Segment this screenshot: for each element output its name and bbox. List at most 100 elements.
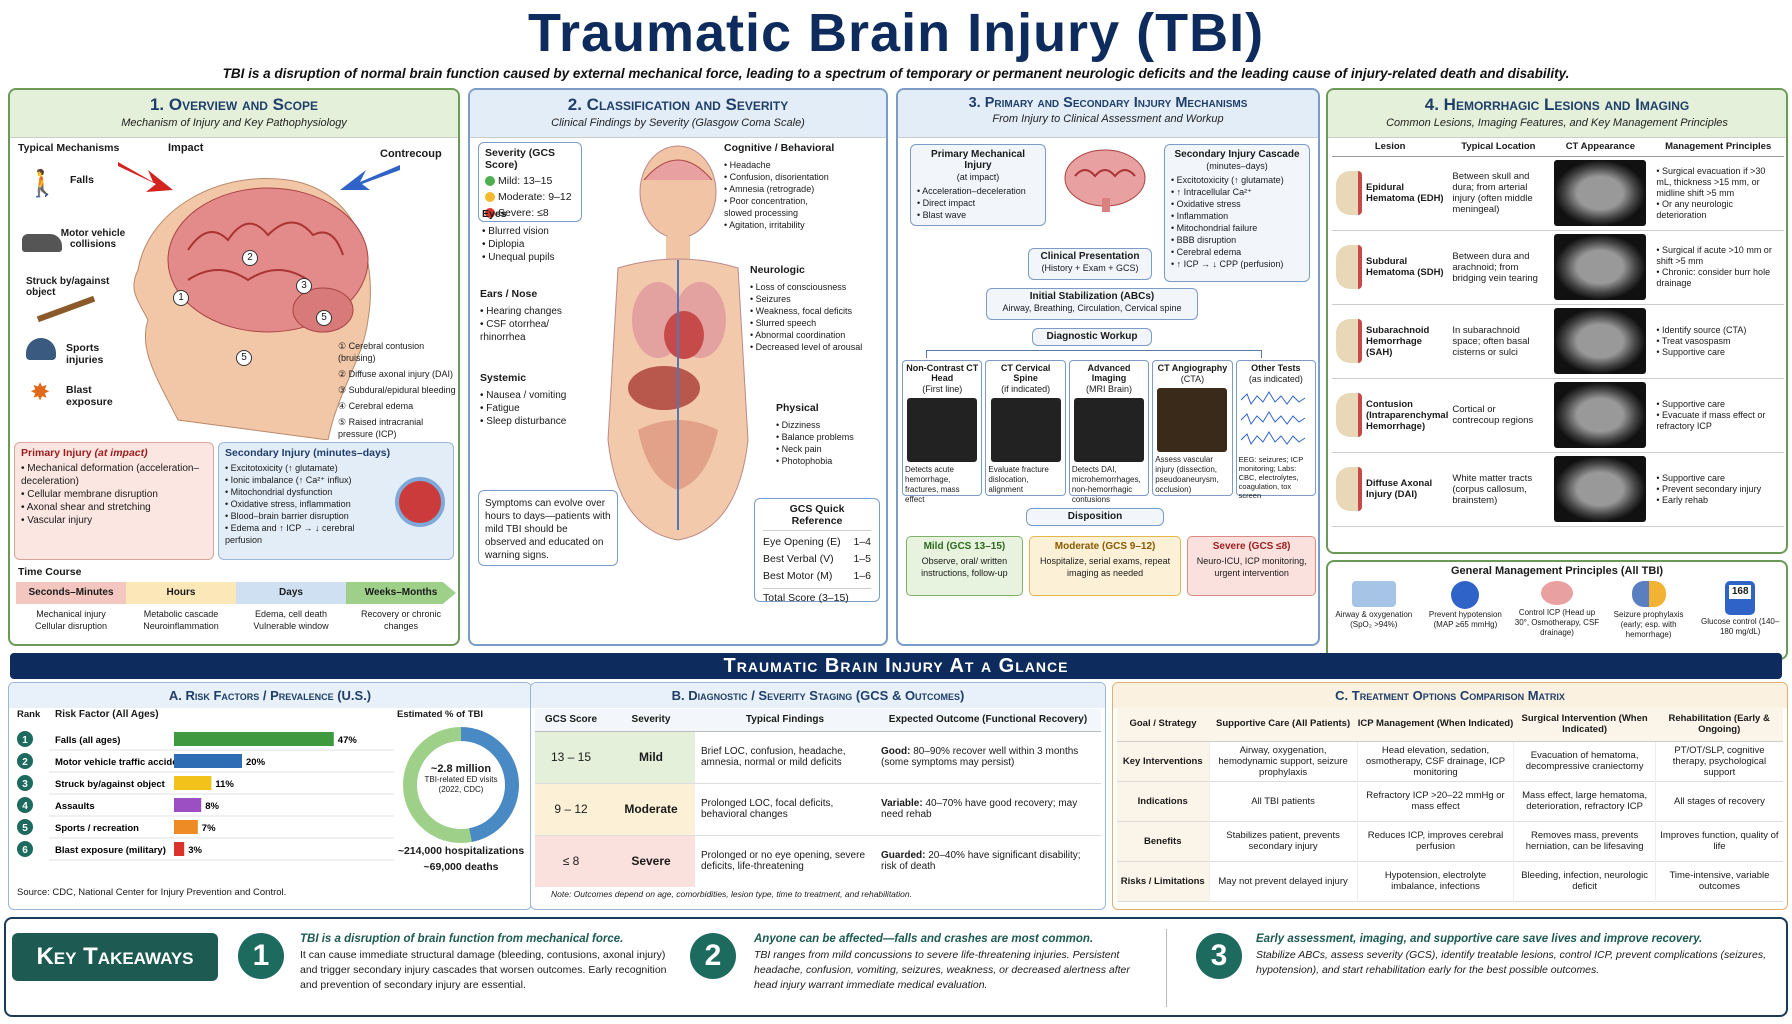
rank-number: 2	[22, 757, 28, 768]
lesion-table: Lesion Typical Location CT Appearance Ma…	[1332, 138, 1784, 527]
mechanism-item: Motor vehicle collisions	[60, 228, 126, 250]
workup-box: Diagnostic Workup	[1032, 328, 1152, 346]
severity-cell: Severe	[607, 835, 695, 887]
outcome-cell: Good: 80–90% recover well within 3 month…	[875, 731, 1101, 783]
table-row: Subarachnoid Hemorrhage (SAH)In subarach…	[1332, 304, 1784, 378]
location-cell: Between skull and dura; from arterial in…	[1452, 171, 1533, 215]
cognitive-item: Poor concentration, slowed processing	[724, 195, 834, 219]
mechanisms-list: 🚶Falls Motor vehicle collisions Struck b…	[16, 162, 126, 414]
ears-group: Ears / Nose Hearing changesCSF otorrhea/…	[480, 288, 576, 344]
gcs-cell: ≤ 8	[535, 835, 607, 887]
gm-item: Glucose control (140–180 mg/dL)	[1701, 617, 1780, 636]
test-desc: Detects DAI, microhemorrhages, non-hemor…	[1071, 465, 1141, 504]
eyes-item: Blurred vision	[482, 225, 554, 238]
primary-mech-item: Direct impact	[917, 197, 1039, 209]
matrix-cell: Stabilizes patient, prevents secondary i…	[1208, 821, 1358, 861]
mechanism-item: Struck by/against object	[26, 276, 110, 298]
test-desc: Evaluate fracture dislocation, alignment	[988, 465, 1049, 494]
test-title: Other Tests	[1251, 363, 1301, 373]
skull-icon	[1336, 170, 1362, 215]
test-card: Advanced Imaging (MRI Brain) Detects DAI…	[1068, 360, 1150, 504]
takeaway-number: 2	[690, 933, 736, 979]
management-cell: Identify source (CTA)Treat vasospasmSupp…	[1652, 304, 1784, 378]
secondary-item: Mitochondrial dysfunction	[225, 486, 385, 498]
ct-cell	[1548, 452, 1652, 526]
stabilization-sub: Airway, Breathing, Circulation, Cervical…	[1002, 303, 1182, 313]
general-management-panel: General Management Principles (All TBI) …	[1326, 560, 1788, 660]
management-item: Treat vasospasm	[1656, 336, 1780, 347]
glucometer-icon: 168	[1725, 581, 1756, 615]
col-header: Expected Outcome (Functional Recovery)	[875, 709, 1101, 732]
neurologic-item: Loss of consciousness	[750, 281, 884, 293]
ears-item: Hearing changes	[480, 305, 576, 318]
management-cell: Supportive careEvacuate if mass effect o…	[1652, 378, 1784, 452]
takeaway-number: 1	[238, 933, 284, 979]
physical-item: Balance problems	[776, 431, 854, 443]
dispo-title: Severe (GCS ≤8)	[1212, 541, 1291, 552]
panel-subtitle: Mechanism of Injury and Key Pathophysiol…	[121, 117, 347, 129]
takeaway-item: Early assessment, imaging, and supportiv…	[1256, 933, 1776, 978]
dispo-desc: Neuro-ICU, ICP monitoring, urgent interv…	[1196, 556, 1307, 578]
neurologic-group: Neurologic Loss of consciousnessSeizures…	[750, 264, 884, 353]
time-detail: Vulnerable window	[253, 621, 329, 631]
test-desc: Assess vascular injury (dissection, pseu…	[1155, 455, 1219, 494]
severity-title: Severity (GCS Score)	[485, 147, 556, 171]
gm-item: Prevent hypotension (MAP ≥65 mmHg)	[1428, 610, 1502, 629]
mri-image	[1074, 398, 1145, 462]
physical-group: Physical DizzinessBalance problemsNeck p…	[776, 402, 854, 467]
findings-cell: Prolonged or no eye opening, severe defi…	[701, 850, 866, 873]
moderate-dot-icon	[485, 192, 495, 203]
cognitive-group: Cognitive / Behavioral HeadacheConfusion…	[724, 142, 884, 231]
rank-number: 3	[22, 779, 28, 790]
col-header: Goal / Strategy	[1117, 707, 1209, 742]
primary-mech-sub: (at impact)	[956, 172, 1000, 182]
panel-subtitle: Clinical Findings by Severity (Glasgow C…	[551, 117, 805, 129]
takeaway-body: Stabilize ABCs, assess severity (GCS), i…	[1256, 949, 1767, 976]
matrix-cell: Airway, oxygenation, hemodynamic support…	[1208, 741, 1358, 781]
matrix-cell: Time-intensive, variable outcomes	[1654, 861, 1783, 901]
data-label: 3%	[188, 845, 202, 856]
treatment-table: Goal / Strategy Supportive Care (All Pat…	[1117, 707, 1783, 902]
panel-title: 2. Classification and Severity	[567, 95, 789, 114]
outcome-cell: Guarded: 20–40% have significant disabil…	[875, 835, 1101, 887]
time-detail: Recovery or chronic	[360, 609, 442, 619]
dispo-desc: Hospitalize, serial exams, repeat imagin…	[1040, 556, 1171, 578]
lesion-item: Cerebral contusion (bruising)	[338, 341, 425, 363]
impact-label: Impact	[168, 142, 204, 154]
lesion-name: Contusion (Intraparenchymal Hemorrhage)	[1366, 398, 1449, 432]
time-detail: Edema, cell death	[254, 609, 328, 619]
matrix-cell: Improves function, quality of life	[1654, 821, 1783, 861]
matrix-cell: Bleeding, infection, neurologic deficit	[1513, 861, 1656, 901]
gcs-key: Eye Opening (E)	[763, 536, 841, 548]
category-label: Motor vehicle traffic accidents	[55, 757, 192, 768]
outcome-text: 80–90% recover well within 3 months (som…	[881, 746, 1079, 768]
contrecoup-arrow-icon	[340, 165, 400, 190]
cascade-title: Secondary Injury Cascade	[1174, 149, 1300, 160]
col-header: Typical Location	[1448, 138, 1549, 157]
ct-spine-image	[990, 398, 1061, 462]
ct-cell	[1548, 230, 1652, 304]
physical-title: Physical	[776, 402, 819, 414]
stabilization-box: Initial Stabilization (ABCs) Airway, Bre…	[986, 288, 1198, 320]
management-item: Supportive care	[1656, 347, 1780, 358]
test-sub: (MRI Brain)	[1086, 384, 1133, 394]
bar	[174, 842, 185, 856]
severity-severe: Severe: ≤8	[498, 207, 549, 219]
explosion-icon: ✸	[30, 379, 51, 406]
table-row: Epidural Hematoma (EDH)Between skull and…	[1332, 156, 1784, 230]
time-detail: Metabolic cascade	[143, 609, 219, 619]
time-detail: Mechanical injury	[36, 609, 106, 619]
rank-badge	[17, 753, 33, 769]
outcome-cell: Variable: 40–70% have good recovery; may…	[875, 783, 1101, 835]
severity-cell: Mild	[607, 731, 695, 783]
clinical-presentation-box: Clinical Presentation (History + Exam + …	[1028, 248, 1152, 280]
rank-number: 6	[22, 845, 28, 856]
systemic-item: Sleep disturbance	[480, 415, 566, 428]
secondary-item: Ionic imbalance (↑ Ca²⁺ influx)	[225, 474, 385, 486]
col-header: Surgical Intervention (When Indicated)	[1513, 707, 1656, 742]
test-sub: (CTA)	[1180, 374, 1205, 384]
cascade-item: Inflammation	[1171, 210, 1303, 222]
panel-title: C. Treatment Options Comparison Matrix	[1113, 683, 1787, 708]
